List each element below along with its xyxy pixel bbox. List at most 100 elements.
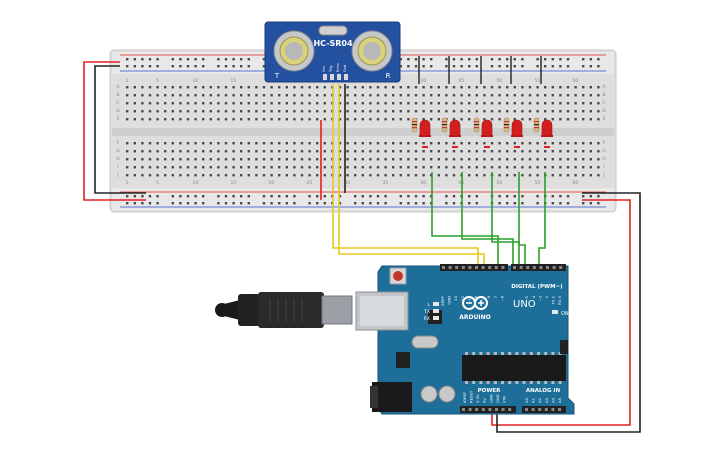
model-label: UNO: [513, 299, 536, 310]
breadboard-hole: [460, 118, 463, 121]
breadboard-hole: [240, 94, 243, 97]
breadboard-hole: [285, 174, 288, 177]
breadboard-hole: [475, 195, 478, 198]
breadboard-hole: [316, 150, 319, 153]
breadboard-hole: [156, 174, 159, 177]
header-pin-holes: [442, 266, 563, 411]
breadboard-hole: [308, 174, 311, 177]
breadboard-hole: [224, 102, 228, 105]
breadboard-hole: [354, 166, 357, 169]
breadboard-hole: [171, 118, 174, 121]
breadboard-hole: [445, 58, 448, 61]
breadboard-hole: [255, 142, 258, 145]
breadboard-hole: [376, 102, 380, 105]
breadboard-hole: [240, 58, 243, 61]
resistor-band: [442, 127, 447, 129]
arduino-logo: [462, 296, 488, 310]
breadboard-hole: [217, 166, 220, 169]
header-hole: [513, 266, 516, 269]
breadboard-hole: [126, 86, 129, 89]
breadboard-hole: [399, 202, 402, 205]
chip-pin: [472, 381, 476, 384]
breadboard-hole: [468, 58, 471, 61]
header-hole: [495, 408, 498, 411]
breadboard-hole: [232, 158, 235, 161]
breadboard-hole: [475, 166, 478, 169]
breadboard-hole: [141, 158, 144, 161]
resistor-band: [412, 127, 417, 129]
sensor-pin-label: Echo: [336, 63, 340, 72]
column-number-top: 50: [497, 78, 503, 84]
breadboard-hole: [346, 86, 349, 89]
breadboard-hole: [513, 65, 516, 68]
pin-label: A2: [537, 397, 542, 403]
breadboard-hole: [186, 94, 190, 97]
breadboard-hole: [437, 110, 440, 113]
breadboard-hole: [133, 102, 136, 105]
breadboard-hole: [232, 202, 235, 205]
breadboard-hole: [407, 174, 410, 177]
row-letter: G: [116, 148, 120, 154]
breadboard-hole: [513, 142, 516, 145]
led-with-resistor: [533, 117, 553, 148]
row-letter: D: [116, 108, 120, 114]
breadboard-hole: [582, 94, 585, 97]
breadboard-hole: [148, 58, 152, 61]
breadboard-hole: [589, 118, 592, 121]
wire-yellow-trig: [332, 84, 479, 268]
breadboard-hole: [430, 65, 433, 68]
breadboard-hole: [156, 195, 159, 198]
breadboard-hole: [194, 94, 197, 97]
breadboard-hole: [566, 118, 570, 121]
breadboard-hole: [217, 195, 220, 198]
breadboard-hole: [551, 166, 554, 169]
pin-label: ~11: [466, 295, 471, 304]
breadboard-hole: [224, 142, 228, 145]
led: [541, 119, 553, 137]
led: [449, 119, 461, 137]
breadboard-hole: [582, 118, 585, 121]
breadboard-hole: [445, 65, 448, 68]
breadboard-hole: [559, 174, 562, 177]
breadboard-hole: [247, 150, 250, 153]
breadboard-hole: [589, 65, 592, 68]
breadboard-hole: [399, 110, 402, 113]
breadboard-hole: [376, 86, 380, 89]
wire-green-led-signal: [491, 172, 520, 268]
breadboard-hole: [179, 102, 182, 105]
header-hole: [468, 408, 472, 411]
breadboard-hole: [255, 94, 258, 97]
breadboard-hole: [316, 142, 319, 145]
breadboard-hole: [217, 94, 220, 97]
breadboard-hole: [506, 195, 509, 198]
breadboard-hole: [369, 118, 372, 121]
breadboard-hole: [392, 166, 395, 169]
reset-button-cap[interactable]: [393, 271, 403, 281]
breadboard-hole: [498, 174, 501, 177]
breadboard-hole: [460, 110, 463, 113]
breadboard-hole: [323, 195, 326, 198]
row-letter: F: [117, 140, 120, 146]
row-letter: H: [602, 156, 605, 162]
breadboard-hole: [384, 110, 387, 113]
breadboard-hole: [186, 110, 190, 113]
breadboard-hole: [126, 142, 129, 145]
breadboard-hole: [316, 174, 319, 177]
row-letter: I: [117, 164, 118, 170]
status-led-label: L: [427, 302, 430, 308]
breadboard-hole: [217, 102, 220, 105]
breadboard-hole: [437, 102, 440, 105]
breadboard-hole: [186, 142, 190, 145]
breadboard-hole: [483, 118, 486, 121]
breadboard-hole: [148, 86, 152, 89]
breadboard-hole: [141, 142, 144, 145]
breadboard-hole: [498, 150, 501, 153]
breadboard-hole: [316, 118, 319, 121]
led-array: [411, 117, 553, 148]
breadboard-hole: [240, 65, 243, 68]
pin-label: ~10: [473, 295, 478, 304]
breadboard-hole: [452, 174, 456, 177]
breadboard-hole: [513, 94, 516, 97]
